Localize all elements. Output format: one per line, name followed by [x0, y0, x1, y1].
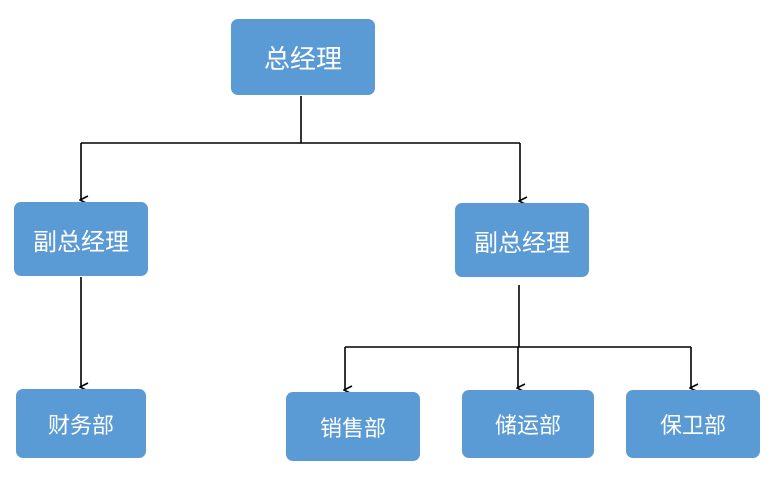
node-logistics-department: 储运部	[462, 390, 594, 458]
node-deputy-general-manager-left: 副总经理	[14, 202, 148, 276]
node-label: 销售部	[319, 416, 386, 442]
node-label: 副总经理	[474, 228, 570, 257]
connector-gm-to-deputies	[81, 96, 520, 201]
node-deputy-general-manager-right: 副总经理	[455, 203, 589, 277]
node-security-department: 保卫部	[626, 390, 760, 458]
node-finance-department: 财务部	[16, 389, 146, 458]
node-general-manager: 总经理	[231, 19, 375, 95]
node-label: 财务部	[47, 413, 114, 439]
node-label: 储运部	[494, 414, 561, 439]
node-sales-department: 销售部	[286, 392, 420, 461]
connector-dgm-right-to-departments	[345, 285, 691, 390]
node-label: 总经理	[263, 44, 342, 75]
node-label: 保卫部	[659, 414, 726, 439]
node-label: 副总经理	[33, 227, 129, 256]
